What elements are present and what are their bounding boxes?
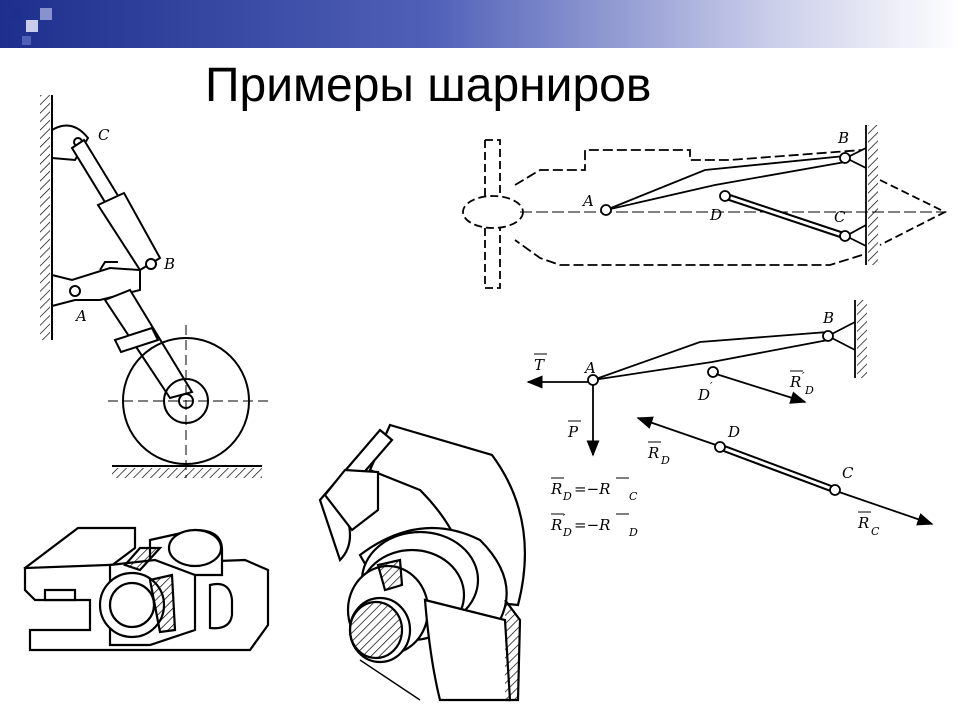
plane-label-b: B	[837, 129, 849, 147]
gear-label-a: A	[74, 307, 87, 325]
svg-text:D: D	[562, 490, 572, 503]
svg-text:D: D	[562, 526, 572, 539]
pin-joint-3d-drawing	[318, 423, 527, 702]
logo-square-mid	[40, 8, 52, 20]
svg-text:R: R	[550, 516, 562, 534]
force-label-p: P	[567, 423, 579, 441]
airplane-drawing	[462, 125, 948, 289]
force-label-r-d-prime-mark: ′	[802, 370, 805, 383]
svg-text:D: D	[628, 526, 638, 539]
svg-text:R: R	[550, 480, 562, 498]
gear-label-b: B	[163, 255, 175, 273]
force-label-a: A	[583, 359, 596, 377]
plane-label-a: A	[581, 192, 594, 210]
force-label-b: B	[822, 309, 834, 327]
gear-label-c: C	[98, 126, 110, 144]
force-label-r-d-prime: R	[789, 373, 801, 391]
equation-1: R D =−R C	[550, 477, 638, 503]
force-label-r-d-prime-sub: D	[804, 384, 814, 397]
header-gradient-bar	[0, 0, 960, 48]
svg-text:=−R: =−R	[574, 480, 610, 498]
force-label-t: T	[534, 356, 545, 374]
force-label-r-c: R	[857, 514, 869, 532]
force-diagram-drawing	[526, 300, 934, 526]
plane-label-d: D	[709, 206, 722, 224]
svg-text:′: ′	[563, 512, 566, 525]
equation-2: R ′ D =−R D	[550, 512, 638, 539]
force-label-r-d: R	[647, 444, 659, 462]
force-label-d-prime: D	[697, 386, 710, 404]
force-label-r-d-sub: D	[660, 454, 670, 467]
logo-square-dark	[10, 8, 22, 20]
svg-text:=−R: =−R	[574, 516, 610, 534]
plane-label-c: C	[834, 208, 846, 226]
logo-square-light	[26, 20, 38, 32]
hinge-joint-3d-drawing	[23, 526, 270, 652]
force-label-r-c-sub: C	[871, 525, 880, 538]
force-label-d-prime-mark: ′	[710, 380, 713, 393]
rod-label-d: D	[727, 423, 740, 441]
svg-text:C: C	[629, 490, 638, 503]
rod-label-c: C	[842, 464, 854, 482]
landing-gear-drawing	[40, 95, 270, 478]
slide-title: Примеры шарниров	[205, 59, 652, 112]
logo-square-small	[22, 36, 31, 45]
